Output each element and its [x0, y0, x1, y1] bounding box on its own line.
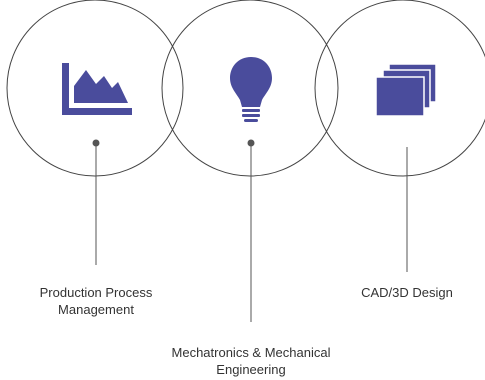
- label-production-process: Production Process Management: [16, 284, 176, 318]
- label-mechatronics-line-2: Engineering: [216, 362, 286, 377]
- area-chart-icon: [62, 63, 132, 115]
- label-production-process-line-1: Production Process: [39, 285, 153, 300]
- circle-cad-design: [314, 0, 485, 177]
- label-mechatronics: Mechatronics & Mechanical Engineering: [141, 344, 361, 378]
- circle-mechatronics: [161, 0, 339, 177]
- label-mechatronics-line-1: Mechatronics & Mechanical: [171, 345, 331, 360]
- label-cad-design: CAD/3D Design: [337, 284, 477, 301]
- label-production-process-line-2: Management: [58, 302, 134, 317]
- circle-production-process: [6, 0, 184, 177]
- stacked-layers-icon: [375, 63, 437, 117]
- label-cad-design-line-1: CAD/3D Design: [361, 285, 453, 300]
- lightbulb-icon: [230, 57, 272, 122]
